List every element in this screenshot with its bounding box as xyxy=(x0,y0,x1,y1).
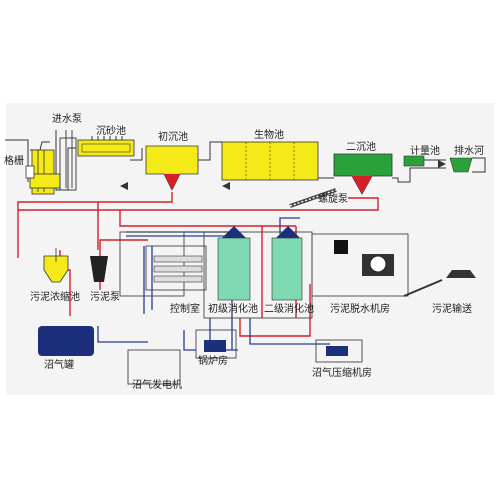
label-secondary-clarifier: 二沉池 xyxy=(346,140,376,153)
flow-arrows xyxy=(120,160,446,190)
label-boiler-room: 锅炉房 xyxy=(198,354,228,367)
label-sludge-dewatering-room: 污泥脱水机房 xyxy=(330,302,390,315)
label-sludge-conveying: 污泥输送 xyxy=(432,302,472,315)
label-biogas-tank: 沼气罐 xyxy=(44,358,74,371)
label-biogas-compressor-room: 沼气压缩机房 xyxy=(312,366,372,379)
label-control-room: 控制室 xyxy=(170,302,200,315)
boiler-unit xyxy=(204,340,226,352)
screw-pump-unit xyxy=(289,188,337,208)
compressor-unit xyxy=(326,346,348,356)
label-bio-tank: 生物池 xyxy=(254,128,284,141)
label-secondary-digester: 二级消化池 xyxy=(264,302,314,315)
sludge-pump-unit xyxy=(90,256,108,282)
grit-tank-unit xyxy=(77,139,135,157)
secondary-digester-unit xyxy=(271,226,303,301)
label-discharge-river: 排水河 xyxy=(454,144,484,157)
label-grille: 格栅 xyxy=(4,154,24,167)
bio-tank-unit xyxy=(221,141,319,181)
label-screw-pump: 螺旋泵 xyxy=(318,192,348,205)
biogas-tank-unit xyxy=(38,326,94,356)
primary-digester-unit xyxy=(217,226,251,301)
label-primary-clarifier: 初沉池 xyxy=(158,130,188,143)
label-grit-tank: 沉砂池 xyxy=(96,124,126,137)
discharge-river-unit xyxy=(449,157,473,173)
label-sludge-pump: 污泥泵 xyxy=(90,290,120,303)
inlet-pump-unit xyxy=(59,130,77,191)
metering-tank-unit xyxy=(403,155,425,167)
label-primary-digester: 初级消化池 xyxy=(208,302,258,315)
label-inlet-pump: 进水泵 xyxy=(52,113,82,125)
primary-clarifier-unit xyxy=(145,145,199,191)
sludge-thickener-unit xyxy=(43,248,69,283)
grille-unit xyxy=(25,149,61,195)
system-boxes xyxy=(119,231,409,385)
sludge-conveyor-unit xyxy=(403,270,476,297)
label-metering-tank: 计量池 xyxy=(410,144,440,157)
secondary-clarifier-unit xyxy=(333,153,393,195)
dewatering-machine-unit xyxy=(334,240,394,276)
label-sludge-thickener: 污泥浓缩池 xyxy=(30,290,80,303)
control-room-unit xyxy=(153,255,203,283)
label-biogas-generator: 沼气发电机 xyxy=(132,378,182,391)
